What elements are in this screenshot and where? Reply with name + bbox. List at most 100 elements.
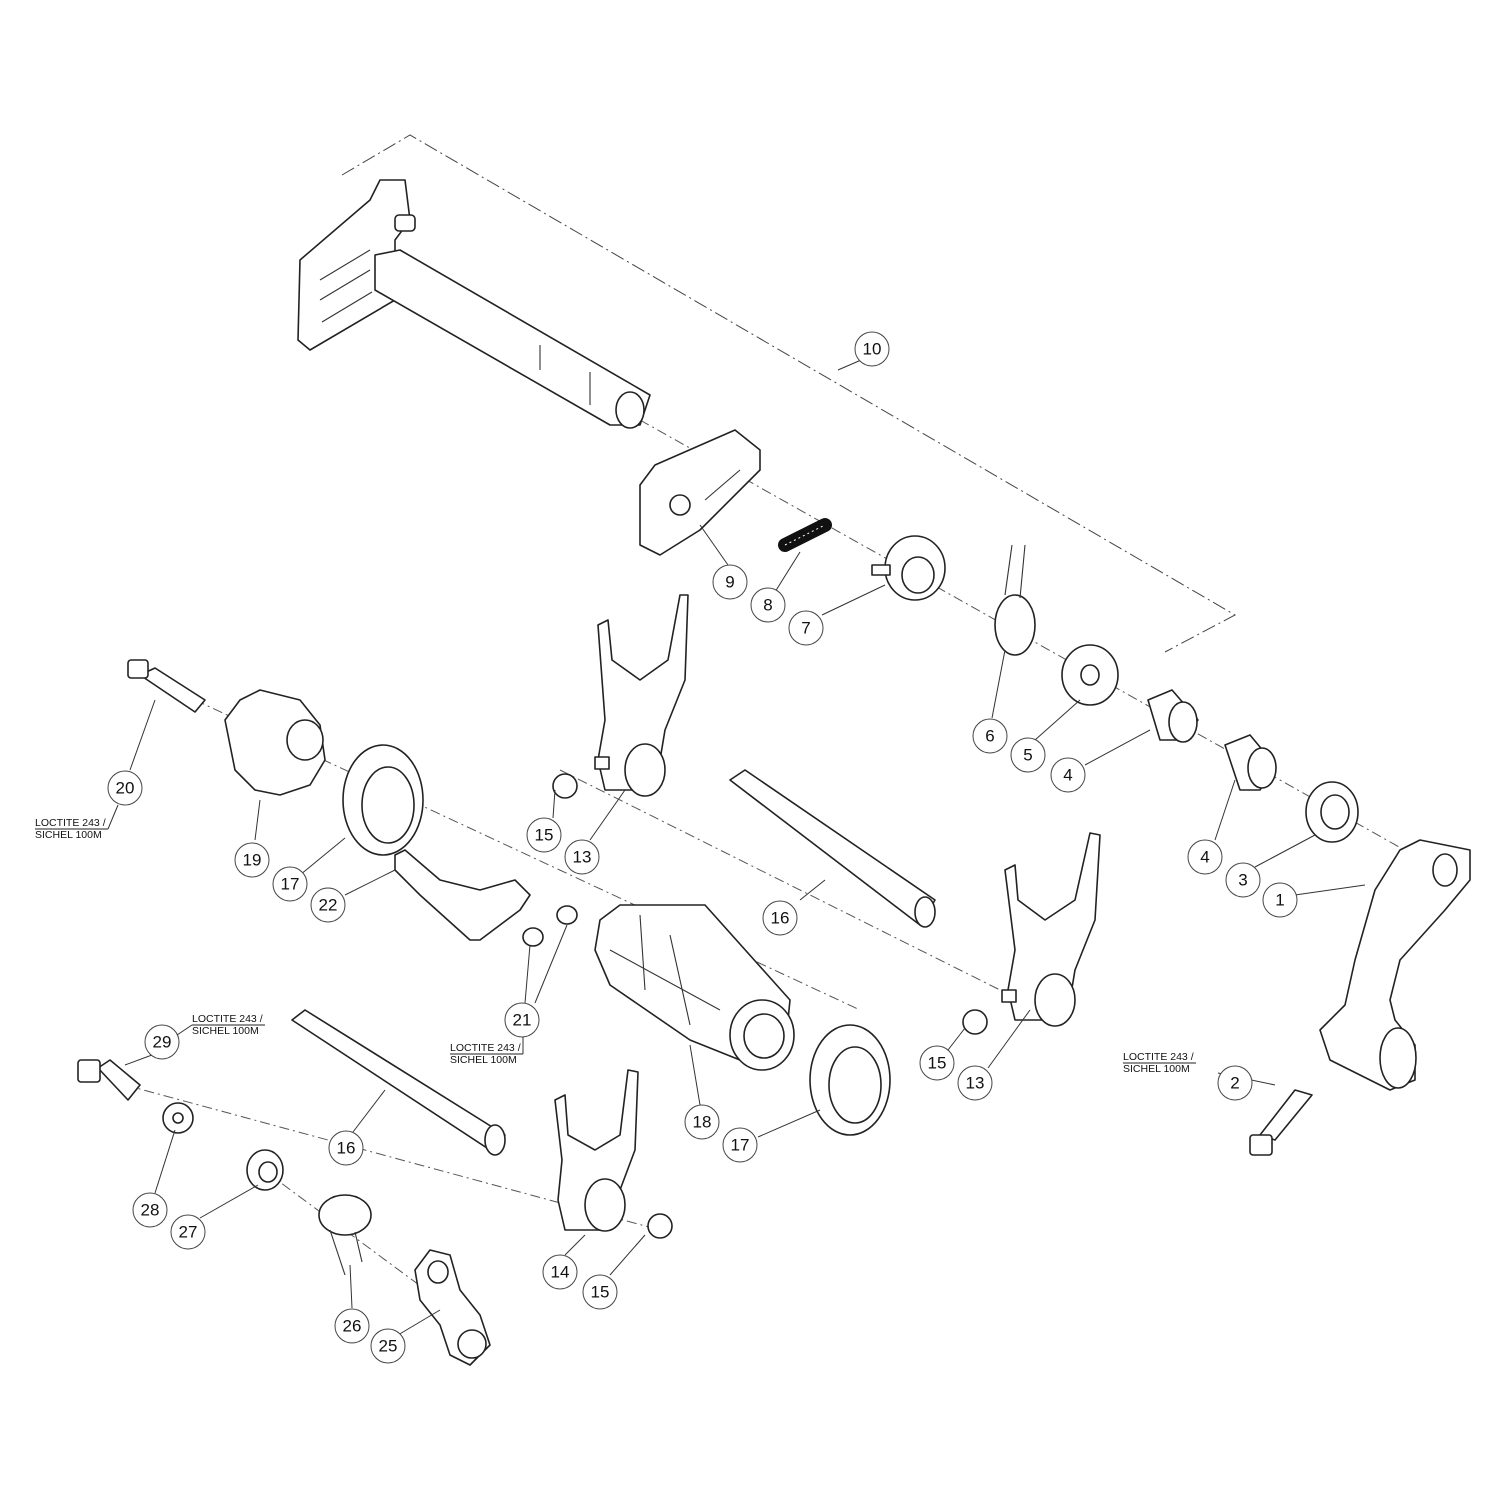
svg-text:13: 13 <box>966 1074 985 1093</box>
callout-14: 14 <box>542 1254 578 1290</box>
svg-text:1: 1 <box>1275 891 1284 910</box>
svg-text:2: 2 <box>1230 1074 1239 1093</box>
svg-text:LOCTITE 243 /: LOCTITE 243 / <box>1123 1051 1194 1063</box>
svg-text:26: 26 <box>343 1317 362 1336</box>
seal-part-17a <box>342 744 424 856</box>
bushing-part-15a <box>552 773 578 799</box>
callout-2: 2 <box>1217 1065 1253 1101</box>
leader-lines <box>124 356 1366 1336</box>
callout-18: 18 <box>684 1104 720 1140</box>
callout-9: 9 <box>712 564 748 600</box>
callout-20: 20 <box>107 770 143 806</box>
shift-fork-part-13a <box>594 594 689 797</box>
svg-text:16: 16 <box>337 1139 356 1158</box>
bushing-part-15b <box>962 1009 988 1035</box>
fork-rod-axis-upper <box>559 769 1021 1001</box>
note-loctite-20: LOCTITE 243 / SICHEL 100M <box>35 804 119 841</box>
callout-4b: 4 <box>1187 839 1223 875</box>
svg-text:LOCTITE 243 /: LOCTITE 243 / <box>35 817 106 829</box>
callout-1: 1 <box>1262 882 1298 918</box>
svg-text:4: 4 <box>1063 766 1072 785</box>
svg-text:14: 14 <box>551 1263 570 1282</box>
callout-16b: 16 <box>328 1130 364 1166</box>
shift-shaft-axis <box>639 419 1441 871</box>
svg-text:SICHEL 100M: SICHEL 100M <box>1123 1063 1190 1075</box>
svg-text:18: 18 <box>693 1113 712 1132</box>
svg-text:15: 15 <box>535 826 554 845</box>
callout-19: 19 <box>234 842 270 878</box>
svg-text:LOCTITE 243 /: LOCTITE 243 / <box>192 1013 263 1025</box>
bolt-part-20 <box>127 659 206 713</box>
svg-text:16: 16 <box>771 909 790 928</box>
callout-3: 3 <box>1225 862 1261 898</box>
callout-13b: 13 <box>957 1065 993 1101</box>
svg-text:22: 22 <box>319 896 338 915</box>
svg-text:6: 6 <box>985 727 994 746</box>
callout-8: 8 <box>750 587 786 623</box>
svg-text:21: 21 <box>513 1011 532 1030</box>
callout-4a: 4 <box>1050 757 1086 793</box>
svg-text:9: 9 <box>725 573 734 592</box>
callout-7: 7 <box>788 610 824 646</box>
assembly-10-bracket <box>341 134 1237 653</box>
cover-plate-part-22 <box>394 849 531 941</box>
seal-part-3 <box>1305 781 1359 843</box>
note-loctite-29: LOCTITE 243 / SICHEL 100M <box>176 1013 265 1037</box>
callout-29: 29 <box>144 1024 180 1060</box>
shift-fork-part-13b <box>1001 832 1101 1027</box>
svg-text:28: 28 <box>141 1201 160 1220</box>
svg-text:15: 15 <box>928 1054 947 1073</box>
svg-text:LOCTITE 243 /: LOCTITE 243 / <box>450 1042 521 1054</box>
svg-text:7: 7 <box>801 619 810 638</box>
needle-bearing-part-4b <box>1224 734 1277 791</box>
note-loctite-21: LOCTITE 243 / SICHEL 100M <box>450 1037 524 1066</box>
spring-part-8 <box>778 518 832 552</box>
svg-text:27: 27 <box>179 1223 198 1242</box>
svg-text:17: 17 <box>731 1136 750 1155</box>
callout-27: 27 <box>170 1214 206 1250</box>
svg-text:13: 13 <box>573 848 592 867</box>
callout-16a: 16 <box>762 900 798 936</box>
screw-part-21b <box>522 927 544 947</box>
callout-26: 26 <box>334 1308 370 1344</box>
callout-15b: 15 <box>919 1045 955 1081</box>
svg-text:3: 3 <box>1238 871 1247 890</box>
shift-lever-part-1 <box>1319 839 1471 1091</box>
callout-6: 6 <box>972 718 1008 754</box>
seal-part-17b <box>809 1024 891 1136</box>
svg-text:SICHEL 100M: SICHEL 100M <box>35 829 102 841</box>
svg-text:5: 5 <box>1023 746 1032 765</box>
svg-text:10: 10 <box>863 340 882 359</box>
shift-shaft-part-10 <box>297 179 651 429</box>
callout-10: 10 <box>854 331 890 367</box>
screw-part-21a <box>556 905 578 925</box>
lower-axis-2 <box>249 1159 481 1331</box>
spring-clip-part-26 <box>318 1194 372 1276</box>
note-loctite-2: LOCTITE 243 / SICHEL 100M <box>1123 1051 1196 1075</box>
bushing-part-15c <box>647 1213 673 1239</box>
roller-part-27 <box>246 1149 284 1191</box>
bolt-part-29 <box>77 1059 141 1101</box>
svg-text:SICHEL 100M: SICHEL 100M <box>450 1054 517 1066</box>
bushing-part-7 <box>871 535 946 601</box>
spring-clip-part-6 <box>994 544 1036 656</box>
callout-15a: 15 <box>526 817 562 853</box>
lever-part-25 <box>414 1249 491 1366</box>
washer-part-5 <box>1061 644 1119 706</box>
plate-part-9 <box>639 429 761 556</box>
svg-text:SICHEL 100M: SICHEL 100M <box>192 1025 259 1037</box>
callout-25: 25 <box>370 1328 406 1364</box>
star-cam-part-19 <box>224 689 326 796</box>
svg-text:17: 17 <box>281 875 300 894</box>
callout-17a: 17 <box>272 866 308 902</box>
svg-text:25: 25 <box>379 1337 398 1356</box>
bolt-part-2 <box>1249 1089 1313 1156</box>
callout-5: 5 <box>1010 737 1046 773</box>
fork-rod-part-16a <box>729 769 936 928</box>
callout-28: 28 <box>132 1192 168 1228</box>
needle-bearing-part-4a <box>1147 689 1199 743</box>
callout-13a: 13 <box>564 839 600 875</box>
callout-15c: 15 <box>582 1274 618 1310</box>
